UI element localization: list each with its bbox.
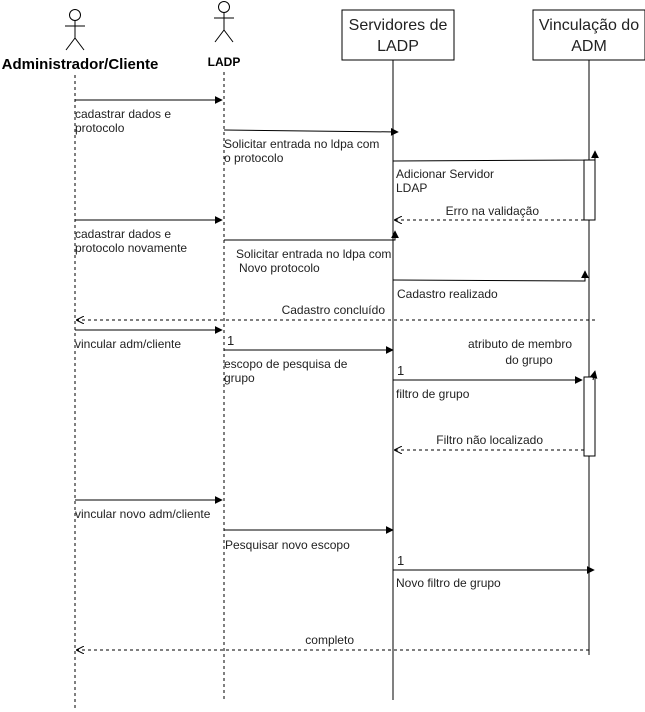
message-1-line1: cadastrar dados e <box>75 107 171 121</box>
actor-admin-label: Administrador/Cliente <box>2 56 159 73</box>
actor-ladp-label: LADP <box>208 55 241 69</box>
message-14-label: Pesquisar novo escopo <box>225 538 350 552</box>
message-13-label: vincular novo adm/cliente <box>75 507 211 521</box>
participant-vinculacao-box <box>532 9 645 61</box>
actor-admin <box>65 9 85 51</box>
message-1-line2: protocolo <box>75 121 125 135</box>
activation-box-2 <box>583 376 596 457</box>
message-arrow-11-tip <box>589 370 598 381</box>
message-7-label: Cadastro realizado <box>397 287 498 301</box>
actor-ladp <box>214 1 234 43</box>
participant-servidores-box <box>341 9 455 61</box>
message-5-line2: protocolo novamente <box>75 241 187 255</box>
participant-servidores-line2: LADP <box>377 38 419 55</box>
message-15-label: Novo filtro de grupo <box>396 576 501 590</box>
message-3-line1: Adicionar Servidor <box>396 167 494 181</box>
message-11-number: 1 <box>397 363 404 378</box>
message-arrow-2 <box>223 127 399 136</box>
message-11-label: filtro de grupo <box>396 387 470 401</box>
note-1-line1: atributo de membro <box>468 337 572 351</box>
message-5-line1: cadastrar dados e <box>75 227 171 241</box>
message-12-label: Filtro não localizado <box>436 433 543 447</box>
participant-servidores-line1: Servidores de <box>349 17 448 34</box>
message-arrow-6 <box>224 230 399 241</box>
message-6-line2: Novo protocolo <box>239 261 320 275</box>
message-10-line2: grupo <box>224 371 255 385</box>
message-4-label: Erro na validação <box>446 204 540 218</box>
message-arrow-7 <box>392 270 589 282</box>
message-8-label: Cadastro concluído <box>282 303 386 317</box>
message-16-label: completo <box>305 633 354 647</box>
message-15-number: 1 <box>397 553 404 568</box>
note-1-line2: do grupo <box>505 353 553 367</box>
message-6-line1: Solicitar entrada no ldpa com <box>236 247 391 261</box>
participant-vinculacao-line2: ADM <box>571 38 607 55</box>
message-2-line1: Solicitar entrada no ldpa com <box>224 137 379 151</box>
message-3-line2: LDAP <box>396 181 427 195</box>
message-9-label: vincular adm/cliente <box>75 337 181 351</box>
message-10-line1: escopo de pesquisa de <box>224 357 348 371</box>
message-2-line2: o protocolo <box>224 151 284 165</box>
message-10-number: 1 <box>227 333 234 348</box>
message-arrow-3 <box>392 150 599 162</box>
activation-box-1 <box>583 159 596 221</box>
participant-vinculacao-line1: Vinculação do <box>539 17 639 34</box>
